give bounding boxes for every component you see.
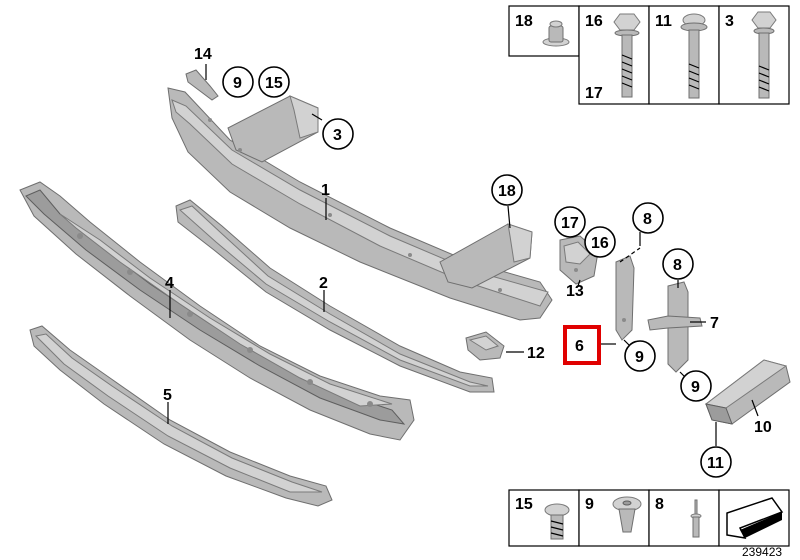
callout-15[interactable]: 15 [258, 66, 290, 98]
top-fastener-table: 18 16 17 11 3 [508, 5, 790, 105]
callout-17[interactable]: 17 [554, 206, 586, 238]
rivet-icon [612, 496, 642, 533]
label-3: 3 [333, 127, 342, 144]
blind-rivet-icon [690, 499, 702, 538]
table-cell-18 [508, 5, 580, 57]
table-label-3: 3 [725, 13, 734, 30]
label-7: 7 [710, 315, 719, 332]
table-cell-15 [508, 489, 580, 547]
label-5: 5 [163, 387, 172, 404]
label-15: 15 [265, 75, 283, 92]
table-label-16: 16 [585, 13, 603, 30]
tow-bracket-10 [704, 359, 791, 425]
callout-6-selected[interactable]: 6 [563, 325, 601, 365]
hex-bolt-small-icon [751, 11, 777, 99]
callout-4[interactable]: 4 [165, 275, 174, 292]
label-13: 13 [566, 283, 584, 300]
label-2: 2 [319, 275, 328, 292]
callout-8-right[interactable]: 8 [662, 248, 694, 280]
label-9-mid: 9 [635, 349, 644, 366]
table-label-18: 18 [515, 13, 533, 30]
table-cell-8 [648, 489, 720, 547]
deformation-element [175, 199, 495, 393]
callout-12[interactable]: 12 [527, 345, 545, 362]
callout-9-right[interactable]: 9 [680, 370, 712, 402]
label-1: 1 [321, 182, 330, 199]
callout-10[interactable]: 10 [754, 419, 772, 436]
callout-9-top[interactable]: 9 [222, 66, 254, 98]
bumper-absorber [19, 181, 415, 441]
label-9-right: 9 [691, 379, 700, 396]
bracket-14 [185, 69, 219, 101]
label-17: 17 [561, 215, 579, 232]
label-12: 12 [527, 345, 545, 362]
table-label-9: 9 [585, 496, 594, 513]
table-label-11: 11 [655, 13, 672, 30]
diagram-number: 239423 [742, 545, 782, 559]
hex-bolt-icon [613, 13, 641, 98]
callout-7[interactable]: 7 [710, 315, 719, 332]
callout-2[interactable]: 2 [319, 275, 328, 292]
screw-icon [544, 503, 570, 540]
callout-14[interactable]: 14 [194, 46, 212, 63]
leader-lines [167, 64, 759, 446]
callout-8-top[interactable]: 8 [632, 202, 664, 234]
label-6: 6 [575, 338, 584, 355]
callout-1[interactable]: 1 [321, 182, 330, 199]
clip-nut-icon [542, 20, 570, 47]
label-14: 14 [194, 46, 212, 63]
bumper-carrier [167, 87, 553, 321]
lower-trim-strip [29, 325, 333, 507]
direction-arrow-icon [726, 497, 784, 539]
label-10: 10 [754, 419, 772, 436]
label-16: 16 [591, 235, 609, 252]
clip-12 [465, 331, 505, 361]
callout-11[interactable]: 11 [700, 446, 732, 478]
bracket-6 [615, 247, 641, 341]
label-4: 4 [165, 275, 174, 292]
bottom-fastener-table: 15 9 8 [508, 489, 790, 547]
table-label-15: 15 [515, 496, 533, 513]
table-label-17: 17 [585, 85, 603, 102]
callout-16[interactable]: 16 [584, 226, 616, 258]
label-18: 18 [498, 183, 516, 200]
callout-5[interactable]: 5 [163, 387, 172, 404]
table-label-8: 8 [655, 496, 664, 513]
support-bracket-7 [647, 281, 703, 373]
flange-bolt-icon [680, 13, 708, 99]
label-11: 11 [707, 455, 724, 472]
label-8-right: 8 [673, 257, 682, 274]
label-9-top: 9 [233, 75, 242, 92]
callout-18[interactable]: 18 [491, 174, 523, 206]
callout-9-mid[interactable]: 9 [624, 340, 656, 372]
callout-3[interactable]: 3 [322, 118, 354, 150]
label-8-top: 8 [643, 211, 652, 228]
callout-13[interactable]: 13 [566, 283, 584, 300]
